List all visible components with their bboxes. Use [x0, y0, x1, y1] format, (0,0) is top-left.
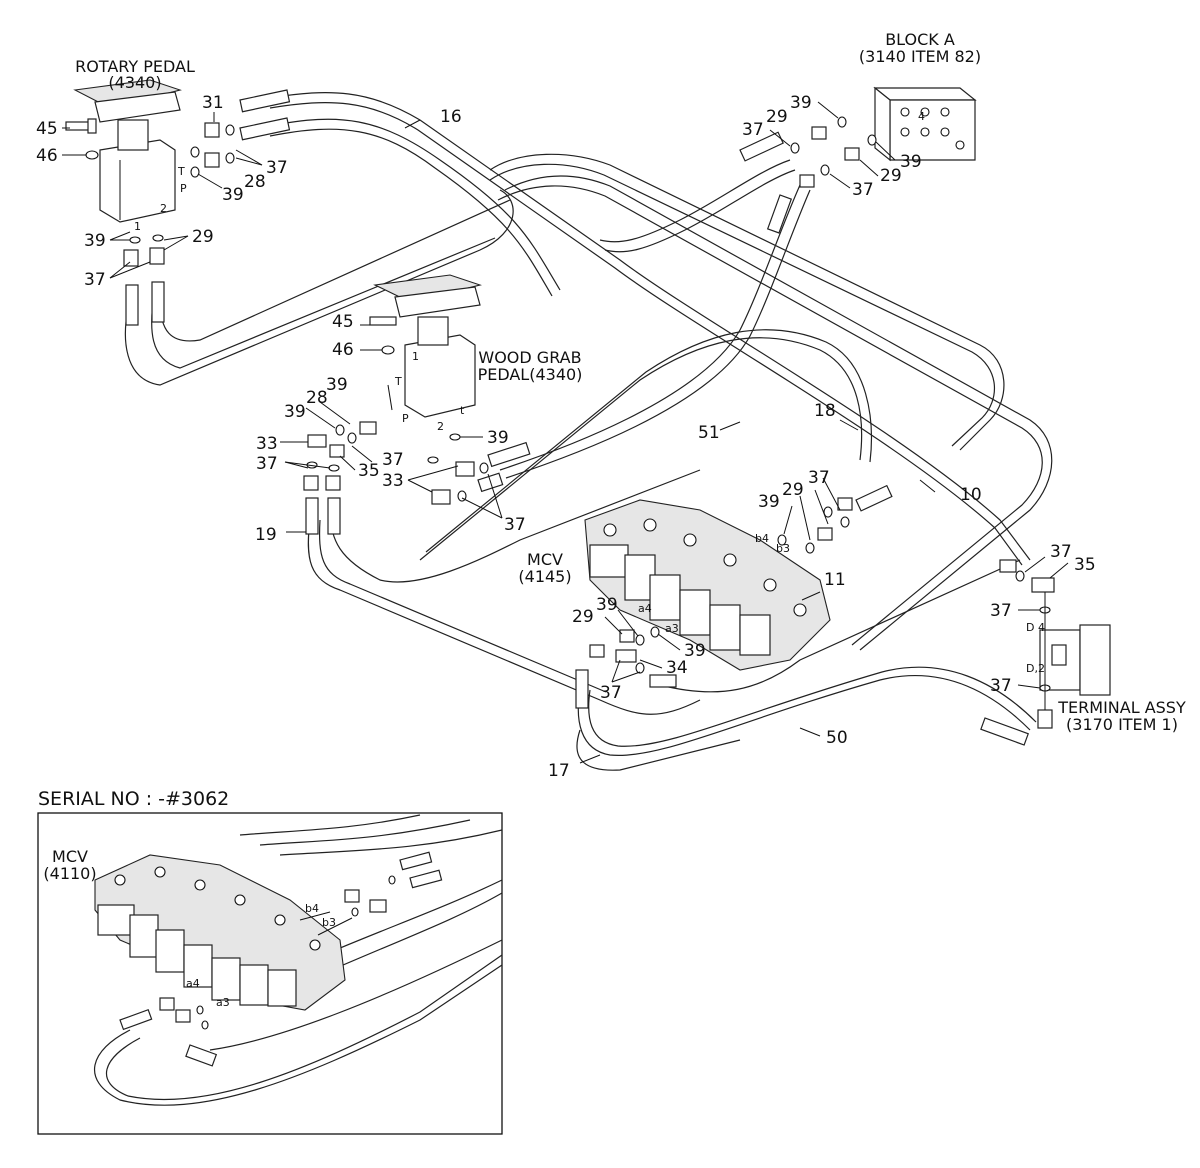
callout-37: 37: [84, 270, 106, 290]
wood-grab-pedal-assembly: T P 1 2 t: [303, 274, 531, 535]
port-mark: T: [394, 375, 402, 388]
callout-37: 37: [256, 454, 278, 474]
port-mark: 1: [134, 220, 141, 233]
port-mark: 4: [918, 110, 925, 123]
callout-29: 29: [192, 227, 214, 247]
rotary-pedal-title: ROTARY PEDAL: [75, 57, 195, 76]
callout-39: 39: [684, 641, 706, 661]
port-mark: a4: [638, 602, 652, 615]
port-mark: b3: [776, 542, 790, 555]
port-mark: D,2: [1026, 662, 1045, 675]
callout-37: 37: [504, 515, 526, 535]
inset-port-mark: a3: [216, 996, 230, 1009]
port-mark: a3: [665, 622, 679, 635]
callout-28: 28: [306, 388, 328, 408]
callout-10: 10: [960, 485, 982, 505]
callout-numbers: 45 46 31 16 37 28 39 39 29 37 39 29 37 3…: [36, 93, 1096, 781]
mcv-ref: (4145): [518, 567, 571, 586]
callout-29: 29: [572, 607, 594, 627]
port-mark: 2: [160, 202, 167, 215]
callout-31: 31: [202, 93, 224, 113]
callout-37: 37: [990, 601, 1012, 621]
inset-port-mark: b4: [305, 902, 319, 915]
callout-37: 37: [266, 158, 288, 178]
callout-29: 29: [782, 480, 804, 500]
callout-37: 37: [990, 676, 1012, 696]
callout-46: 46: [36, 146, 58, 166]
callout-39: 39: [790, 93, 812, 113]
inset-port-mark: b3: [322, 916, 336, 929]
assembly-labels: ROTARY PEDAL (4340) BLOCK A (3140 ITEM 8…: [75, 30, 1186, 734]
callout-39: 39: [84, 231, 106, 251]
callout-37: 37: [600, 683, 622, 703]
block-a-ref: (3140 ITEM 82): [859, 47, 981, 66]
port-mark: P: [180, 182, 187, 195]
inset-mcv-title: MCV: [52, 847, 88, 866]
wood-grab-title: WOOD GRAB: [478, 348, 581, 367]
port-mark: t: [460, 404, 465, 417]
port-mark: T: [177, 165, 185, 178]
callout-28: 28: [244, 172, 266, 192]
mcv-4145-assembly: b4 b3 a4 a3: [575, 484, 893, 709]
callout-29: 29: [880, 166, 902, 186]
callout-11: 11: [824, 570, 846, 590]
callout-39: 39: [900, 152, 922, 172]
mcv-title: MCV: [527, 550, 563, 569]
block-a-title: BLOCK A: [885, 30, 955, 49]
port-mark: P: [402, 412, 409, 425]
callout-39: 39: [487, 428, 509, 448]
port-mark: D 4: [1026, 621, 1045, 634]
leader-lines: [62, 101, 1069, 764]
serial-label: SERIAL NO : -#3062: [38, 788, 229, 810]
callout-33: 33: [382, 471, 404, 491]
callout-35: 35: [1074, 555, 1096, 575]
callout-46: 46: [332, 340, 354, 360]
callout-39: 39: [596, 595, 618, 615]
callout-37: 37: [1050, 542, 1072, 562]
callout-17: 17: [548, 761, 570, 781]
port-mark: b4: [755, 532, 769, 545]
callout-37: 37: [382, 450, 404, 470]
callout-39: 39: [326, 375, 348, 395]
terminal-assy-title: TERMINAL ASSY: [1057, 698, 1186, 717]
callout-29: 29: [766, 107, 788, 127]
callout-39: 39: [222, 185, 244, 205]
rotary-pedal-assembly: T P 1 2: [65, 79, 291, 326]
callout-16: 16: [440, 107, 462, 127]
callout-45: 45: [332, 312, 354, 332]
terminal-assy: D 4 D,2: [980, 559, 1111, 746]
block-a-assembly: 4: [739, 86, 977, 234]
port-mark: 2: [437, 420, 444, 433]
callout-50: 50: [826, 728, 848, 748]
callout-19: 19: [255, 525, 277, 545]
port-mark: 1: [412, 350, 419, 363]
serial-inset: SERIAL NO : -#3062 b4 b3 a4 a3: [37, 788, 503, 1135]
callout-37: 37: [808, 468, 830, 488]
hose-lines: [124, 92, 1053, 771]
callout-45: 45: [36, 119, 58, 139]
callout-39: 39: [284, 402, 306, 422]
wood-grab-ref: PEDAL(4340): [478, 365, 583, 384]
callout-18: 18: [814, 401, 836, 421]
callout-34: 34: [666, 658, 688, 678]
callout-35: 35: [358, 461, 380, 481]
callout-39: 39: [758, 492, 780, 512]
callout-51: 51: [698, 423, 720, 443]
inset-port-mark: a4: [186, 977, 200, 990]
callout-33: 33: [256, 434, 278, 454]
callout-37: 37: [742, 120, 764, 140]
rotary-pedal-ref: (4340): [108, 73, 161, 92]
callout-37: 37: [852, 180, 874, 200]
terminal-assy-ref: (3170 ITEM 1): [1066, 715, 1178, 734]
inset-mcv-ref: (4110): [43, 864, 96, 883]
